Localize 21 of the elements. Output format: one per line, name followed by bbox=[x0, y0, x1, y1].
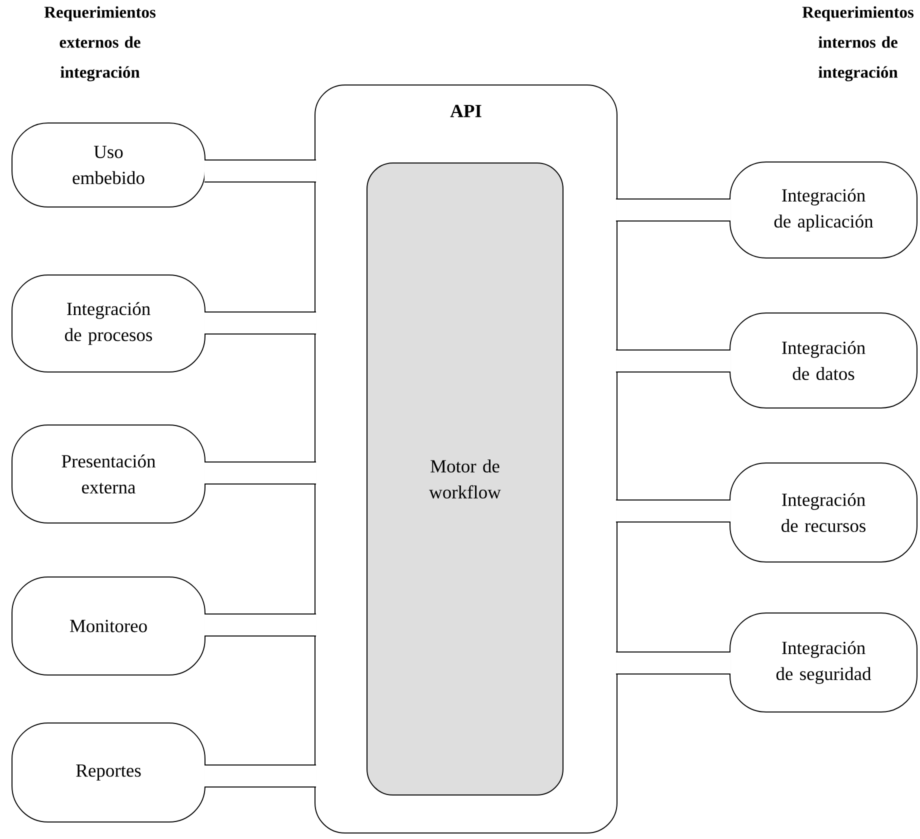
rounded-box: Uso embebido bbox=[12, 122, 206, 208]
connector-tab bbox=[204, 160, 316, 182]
rounded-box: Integración de recursos bbox=[730, 462, 918, 562]
rounded-box: Monitoreo bbox=[12, 576, 206, 676]
connector-tab bbox=[616, 350, 730, 372]
rounded-box: Integración de datos bbox=[730, 312, 918, 408]
connector-tab bbox=[616, 652, 730, 674]
heading: Requerimientos internos de integración bbox=[802, 6, 914, 82]
rounded-box: Presentación externa bbox=[12, 424, 206, 524]
connector-tab bbox=[204, 462, 316, 484]
connector-tab bbox=[204, 764, 316, 788]
rounded-box: Integración de seguridad bbox=[730, 612, 918, 712]
rounded-box: Integración de aplicación bbox=[730, 162, 918, 258]
connector-tab bbox=[616, 500, 730, 522]
connector-tab bbox=[204, 312, 316, 334]
connector-tab bbox=[616, 198, 730, 222]
connector-tab bbox=[204, 614, 316, 636]
engine-box: Motor de workflow bbox=[366, 162, 564, 796]
rounded-box: Reportes bbox=[12, 722, 206, 822]
rounded-box: Integración de procesos bbox=[12, 274, 206, 372]
heading: Requerimientos externos de integración bbox=[44, 6, 156, 82]
